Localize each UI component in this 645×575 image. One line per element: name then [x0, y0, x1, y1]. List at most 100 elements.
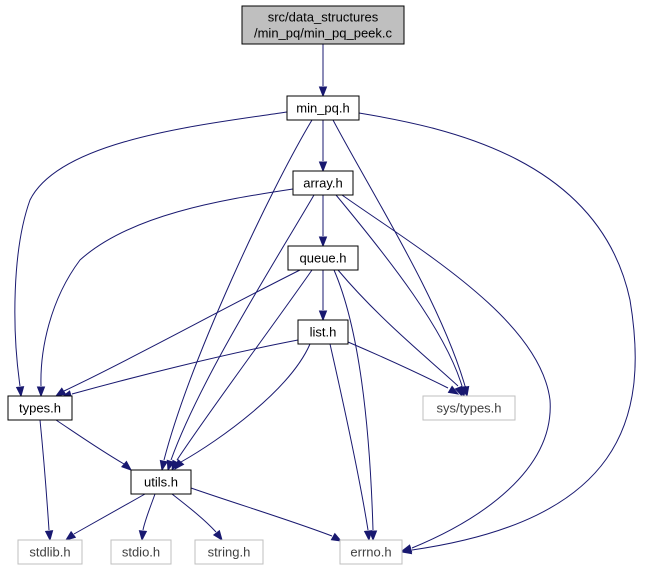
node-label: stdlib.h [29, 545, 70, 560]
node-types-h[interactable]: types.h [7, 395, 73, 421]
edge-line [142, 493, 156, 531]
edge-line [176, 269, 313, 461]
edge-arrowhead [36, 386, 46, 398]
node-box [110, 539, 172, 565]
edge-line [341, 194, 551, 549]
edge-line [63, 269, 301, 392]
edge-line [39, 419, 50, 531]
edge-arrowhead [400, 544, 413, 553]
edge-line [332, 119, 466, 387]
edge-list-h-to-utils-h [174, 343, 311, 471]
edge-arrowhead [212, 529, 223, 542]
node-box [292, 170, 354, 196]
edge-min-pq-h-to-types-h [14, 111, 288, 398]
edge-line [171, 493, 217, 533]
edge-queue-h-to-types-h [54, 269, 301, 397]
edge-utils-h-to-string-h [171, 493, 223, 542]
node-queue-h[interactable]: queue.h [287, 245, 359, 271]
node-label: errno.h [350, 545, 391, 560]
node-label: queue.h [300, 251, 347, 266]
node-label: utils.h [144, 475, 178, 490]
node-root[interactable]: src/data_structures/min_pq/min_pq_peek.c [241, 5, 405, 45]
edge-line [333, 269, 374, 531]
edge-array-h-to-queue-h [318, 195, 328, 248]
edge-root-to-min-pq-h [318, 44, 328, 98]
edge-list-h-to-errno-h [329, 343, 373, 542]
node-label: sys/types.h [436, 401, 501, 416]
edge-array-h-to-utils-h [166, 194, 315, 472]
edge-types-h-to-utils-h [55, 419, 133, 471]
edge-array-h-to-errno-h [341, 194, 551, 553]
edge-min-pq-h-to-array-h [318, 120, 328, 173]
edge-types-h-to-stdlib-h [39, 419, 54, 542]
edge-arrowhead [318, 86, 328, 98]
node-errno-h: errno.h [339, 539, 403, 565]
edge-line [170, 194, 315, 461]
edge-line [335, 194, 463, 387]
node-label: array.h [303, 176, 343, 191]
edge-line [163, 119, 313, 461]
edge-arrowhead [138, 530, 148, 542]
edge-min-pq-h-to-errno-h [358, 112, 636, 555]
nodes-layer: src/data_structures/min_pq/min_pq_peek.c… [7, 5, 516, 565]
edge-line [190, 487, 333, 537]
edge-min-pq-h-to-utils-h [159, 119, 313, 472]
edge-arrowhead [121, 460, 133, 471]
node-sys-types-h: sys/types.h [422, 395, 516, 421]
edge-queue-h-to-sys-types-h [337, 269, 463, 398]
edge-line [337, 269, 459, 387]
node-stdlib-h: stdlib.h [17, 539, 83, 565]
node-box [241, 5, 405, 45]
edge-arrowhead [174, 459, 185, 471]
node-box [297, 319, 349, 345]
edge-arrowhead [330, 532, 343, 542]
node-min-pq-h[interactable]: min_pq.h [286, 95, 360, 121]
edge-line [329, 343, 369, 531]
edge-arrowhead [15, 386, 25, 398]
edge-line [71, 339, 299, 395]
edge-line [14, 111, 288, 387]
edge-utils-h-to-errno-h [190, 487, 343, 542]
node-list-h[interactable]: list.h [297, 319, 349, 345]
node-box [286, 95, 360, 121]
edge-arrowhead [454, 385, 463, 398]
edge-queue-h-to-errno-h [333, 269, 378, 542]
node-stdio-h: stdio.h [110, 539, 172, 565]
node-label: min_pq.h [296, 101, 349, 116]
edge-arrowhead [318, 236, 328, 248]
edge-arrowhead [44, 530, 54, 542]
node-box [17, 539, 83, 565]
edge-line [73, 493, 146, 535]
edge-arrowhead [318, 161, 328, 173]
edge-line [55, 419, 125, 465]
node-label: types.h [19, 401, 61, 416]
node-box [130, 469, 192, 495]
edge-arrowhead [447, 385, 460, 395]
edge-arrowhead [318, 310, 328, 322]
edge-arrowhead [64, 530, 77, 541]
node-label: /min_pq/min_pq_peek.c [254, 26, 393, 41]
node-array-h[interactable]: array.h [292, 170, 354, 196]
node-box [339, 539, 403, 565]
edge-line [40, 188, 294, 387]
edge-line [180, 343, 311, 463]
edge-queue-h-to-list-h [318, 270, 328, 322]
node-box [287, 245, 359, 271]
edge-line [358, 112, 636, 551]
node-box [194, 539, 264, 565]
edge-array-h-to-types-h [36, 188, 294, 398]
node-utils-h[interactable]: utils.h [130, 469, 192, 495]
node-string-h: string.h [194, 539, 264, 565]
edge-line [347, 341, 449, 389]
edge-arrowhead [54, 387, 67, 397]
node-label: stdio.h [122, 545, 160, 560]
edge-arrowhead [159, 459, 169, 472]
node-label: list.h [310, 325, 337, 340]
edge-list-h-to-types-h [60, 339, 299, 399]
node-box [7, 395, 73, 421]
node-box [422, 395, 516, 421]
node-label: string.h [208, 545, 251, 560]
node-label: src/data_structures [268, 10, 379, 25]
edge-utils-h-to-stdlib-h [64, 493, 146, 541]
edge-arrowhead [363, 530, 373, 542]
